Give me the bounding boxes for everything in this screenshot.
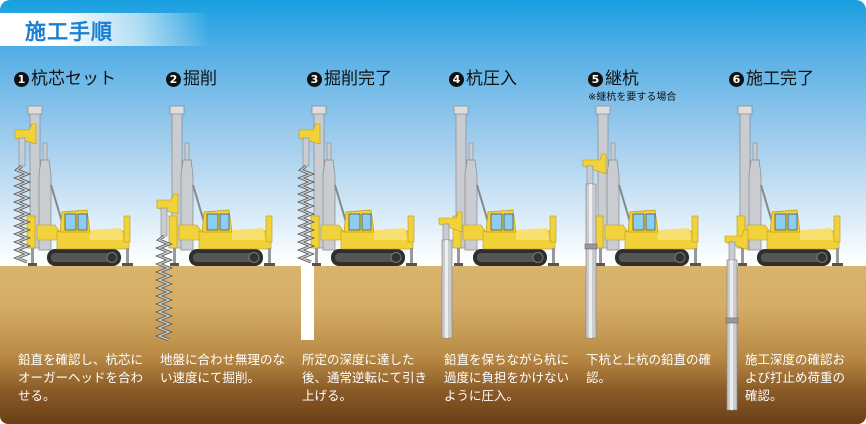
step-number: 6: [729, 72, 744, 87]
pile: [584, 183, 598, 339]
auger: [12, 123, 37, 264]
pile-driver-rig: [594, 105, 701, 266]
step-2-description: 地盤に合わせ無理のない速度にて掘削。: [160, 352, 286, 385]
step-number: 5: [588, 72, 603, 87]
step-label: 掘削完了: [324, 69, 392, 89]
pile-head-cap: [724, 229, 749, 261]
auger: [154, 193, 179, 342]
step-5-note: ※継杭を要する場合: [588, 92, 677, 103]
pile-driver-rig: [736, 105, 843, 266]
step-1-description: 鉛直を確認し、杭芯にオーガーヘッドを合わせる。: [18, 352, 144, 403]
auger: [296, 123, 321, 264]
step-label: 掘削: [183, 69, 217, 89]
pile: [441, 239, 453, 339]
step-6-description: 施工深度の確認および打止め荷重の確認。: [745, 352, 846, 403]
pile-driver-rig: [26, 105, 133, 266]
step-label: 施工完了: [746, 69, 814, 89]
title-band: [0, 13, 210, 46]
page-title: 施工手順: [25, 20, 113, 44]
step-4-description: 鉛直を保ちながら杭に過度に負担をかけないように圧入。: [444, 352, 570, 403]
step-label: 杭圧入: [466, 69, 517, 89]
step-number: 2: [166, 72, 181, 87]
pile-driver-rig: [168, 105, 275, 266]
excavated-hole: [301, 266, 314, 340]
step-number: 4: [449, 72, 464, 87]
ground: [0, 266, 866, 424]
pile-driver-rig: [310, 105, 417, 266]
pile: [725, 259, 739, 411]
step-label: 継杭: [605, 69, 639, 89]
step-5-description: 下杭と上杭の鉛直の確認。: [586, 352, 712, 385]
step-label: 杭芯セット: [31, 69, 116, 89]
step-number: 3: [307, 72, 322, 87]
step-3-description: 所定の深度に達した後、通常逆転にて引き上げる。: [302, 352, 428, 403]
pile-driver-rig: [452, 105, 559, 266]
step-number: 1: [14, 72, 29, 87]
